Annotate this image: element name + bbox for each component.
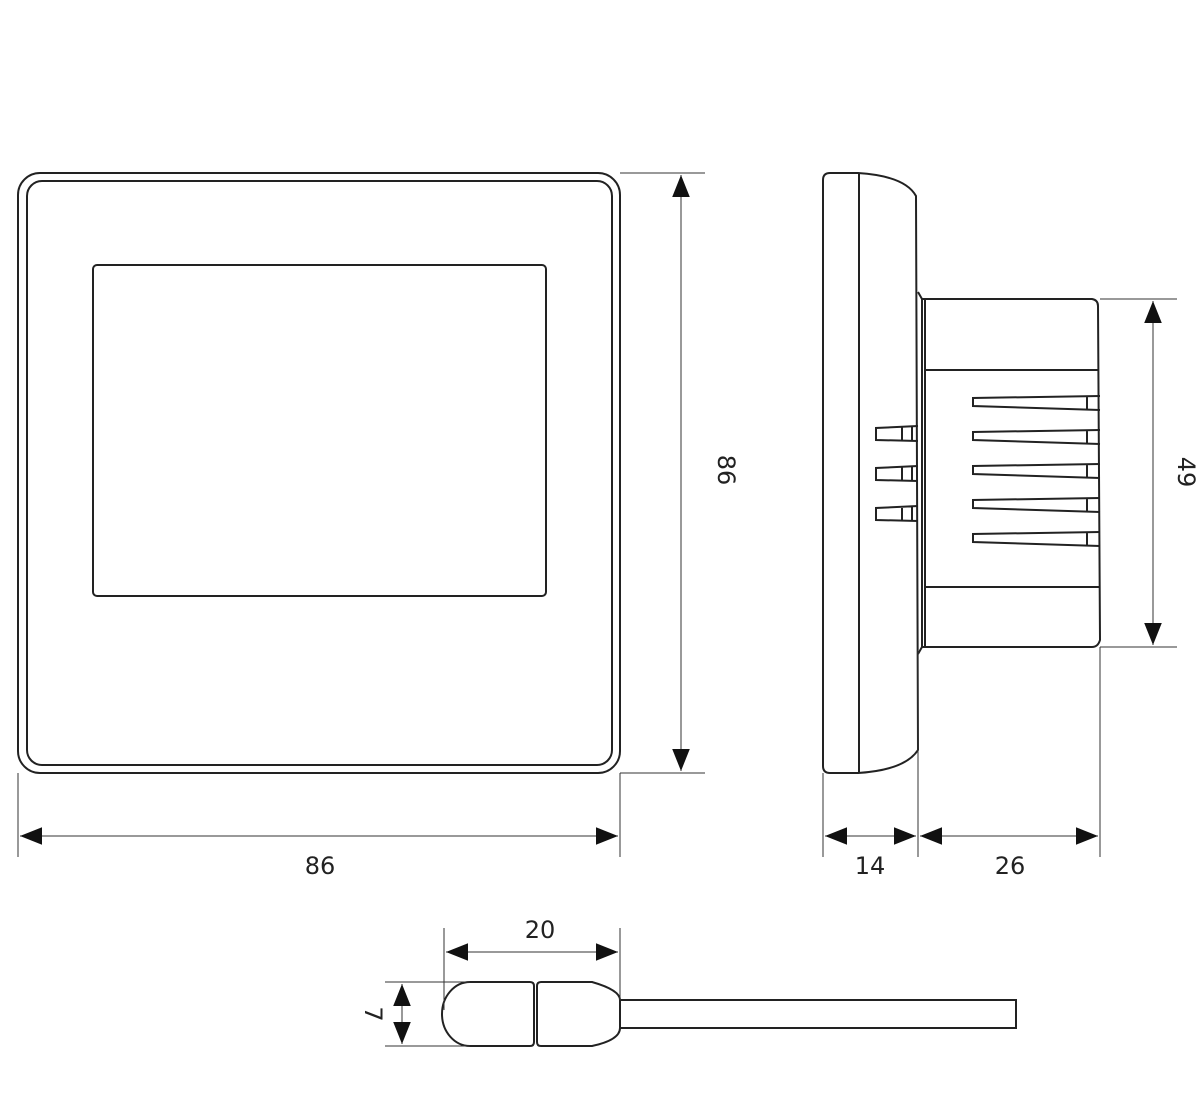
sensor-capsule-right — [536, 981, 621, 1047]
sensor-diameter-label: 7 — [359, 1006, 387, 1021]
front-height-label: 86 — [712, 455, 740, 486]
mounting-tabs — [875, 425, 919, 522]
sensor-capsule-left — [441, 981, 535, 1047]
side-view: 49 14 26 — [822, 172, 1200, 880]
front-plate-profile — [822, 172, 920, 774]
temperature-sensor: 20 7 — [359, 916, 1017, 1047]
body-depth-label: 26 — [995, 852, 1026, 880]
display-screen — [92, 264, 547, 597]
body-profile — [922, 298, 1102, 648]
front-inner-frame — [26, 180, 613, 766]
sensor-length-label: 20 — [525, 916, 556, 944]
body-height-label: 49 — [1172, 457, 1200, 488]
front-view: 86 86 — [17, 172, 740, 880]
cooling-fins — [972, 395, 1101, 547]
sensor-cable — [619, 999, 1017, 1029]
front-width-label: 86 — [305, 852, 336, 880]
front-outer-frame — [17, 172, 621, 774]
plate-depth-label: 14 — [855, 852, 886, 880]
